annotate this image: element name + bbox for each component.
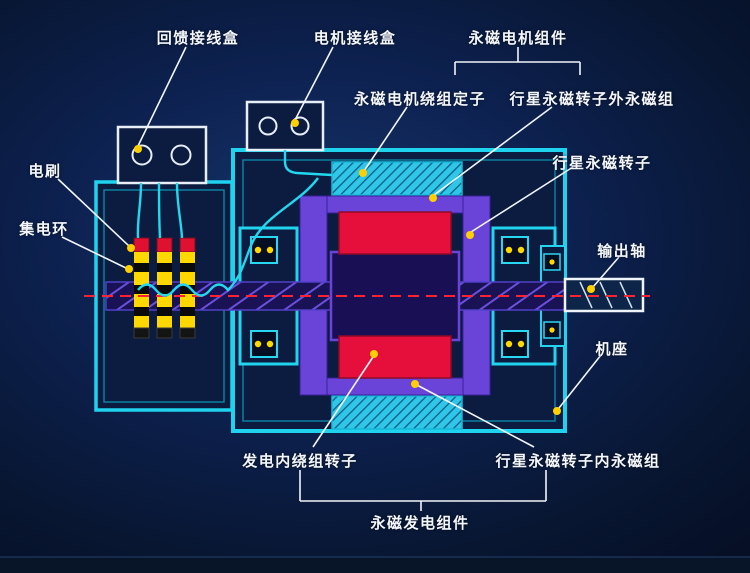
bearing-right-top	[501, 236, 529, 264]
leader-inner-magnets	[416, 384, 535, 448]
slip-ring-column-1	[133, 237, 150, 339]
motor-junction-box	[245, 100, 325, 152]
leader-motor-junction-box	[294, 46, 334, 121]
brush-block	[179, 237, 196, 253]
outer-magnet-band	[299, 195, 491, 214]
label-motor-junction-box: 电机接线盒	[313, 29, 397, 47]
bearing-right-bottom	[501, 330, 529, 358]
leader-planetary-rotor	[470, 166, 574, 233]
marker-dot-feedback-junction-box	[134, 145, 142, 153]
label-planetary-outer-magnets: 行星永磁转子外永磁组	[509, 90, 675, 108]
marker-dot-inner-magnets	[411, 380, 419, 388]
leader-brush	[57, 178, 130, 247]
label-output-shaft: 输出轴	[597, 242, 647, 260]
rotor-feed-wire	[137, 177, 319, 297]
marker-dot-brush	[127, 244, 135, 252]
brush-wire-3	[175, 182, 184, 239]
marker-dots	[125, 119, 595, 415]
leader-feedback-junction-box	[137, 46, 187, 147]
bearing-left-bottom	[250, 330, 278, 358]
marker-dot-planetary-rotor	[466, 231, 474, 239]
leader-outer-magnets	[433, 106, 553, 196]
label-generator-rotor: 发电内绕组转子	[242, 452, 358, 470]
bearing-output-top	[543, 253, 561, 271]
brush-wire-2	[157, 182, 162, 239]
marker-dot-frame	[553, 407, 561, 415]
leader-slip-ring	[61, 236, 127, 269]
feedback-junction-box-port-right	[170, 144, 192, 166]
top-stator-winding	[331, 161, 463, 196]
feedback-junction-box-port-left	[131, 144, 153, 166]
brush-block	[133, 237, 150, 253]
marker-dot-generator-rotor	[370, 350, 378, 358]
marker-dot-pm-motor-stator	[359, 169, 367, 177]
motor-junction-box-port-right	[290, 116, 310, 136]
leader-lines	[57, 46, 620, 511]
label-brush: 电刷	[28, 162, 62, 180]
slip-ring-column-2	[156, 237, 173, 339]
slip-ring-stack	[133, 237, 196, 339]
motor-junction-box-body	[245, 100, 325, 152]
leader-generator-rotor	[312, 356, 374, 448]
label-pm-motor-assembly: 永磁电机组件	[468, 29, 568, 47]
bracket-pm-motor-assembly	[454, 47, 581, 75]
marker-dot-motor-junction-box	[291, 119, 299, 127]
label-planetary-inner-magnets: 行星永磁转子内永磁组	[495, 452, 661, 470]
label-planetary-rotor: 行星永磁转子	[552, 154, 652, 172]
top-magnet-block	[338, 211, 452, 255]
bottom-edge-strip	[0, 557, 750, 573]
marker-dot-output-shaft	[587, 285, 595, 293]
bottom-magnet-block	[338, 335, 452, 379]
motor-junction-box-port-left	[258, 116, 278, 136]
stator-wire	[283, 150, 333, 177]
label-feedback-junction-box: 回馈接线盒	[156, 29, 240, 47]
brush-block	[156, 237, 173, 253]
leader-frame	[558, 354, 602, 409]
brush-wire-1	[136, 182, 143, 239]
bearing-output-bottom	[543, 321, 561, 339]
leader-pm-motor-stator	[363, 106, 408, 172]
bottom-stator-winding	[331, 395, 463, 430]
wiring	[136, 150, 333, 297]
bearing-left-top	[250, 236, 278, 264]
label-pm-generator-assembly: 永磁发电组件	[370, 514, 470, 532]
inner-magnet-band	[299, 377, 491, 396]
leader-output-shaft	[592, 256, 620, 288]
marker-dot-outer-magnets	[429, 194, 437, 202]
feedback-junction-box	[116, 125, 208, 185]
feedback-junction-box-body	[116, 125, 208, 185]
bracket-pm-generator-assembly	[299, 470, 547, 511]
label-frame: 机座	[595, 340, 629, 358]
label-slip-ring: 集电环	[19, 220, 69, 238]
marker-dot-slip-ring	[125, 265, 133, 273]
slip-ring-column-3	[179, 237, 196, 339]
label-pm-motor-stator: 永磁电机绕组定子	[353, 90, 487, 108]
